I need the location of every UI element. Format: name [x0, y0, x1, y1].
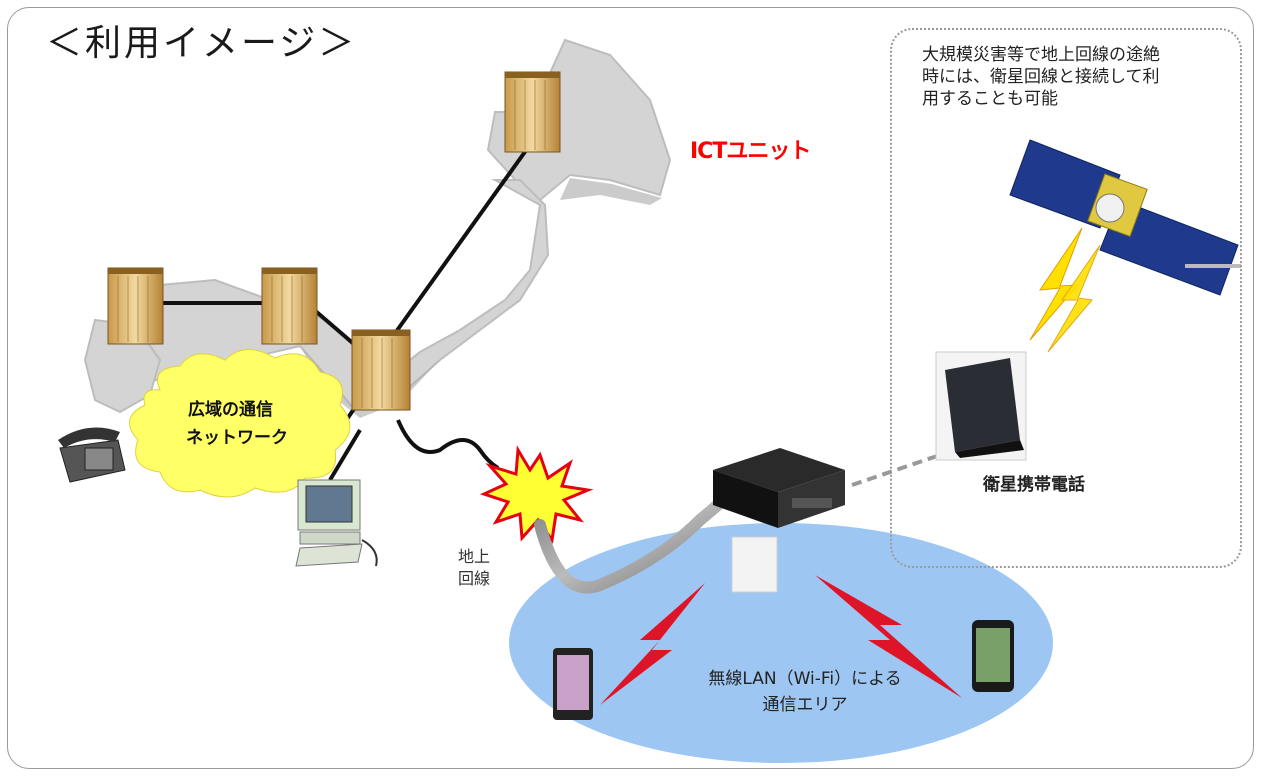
wifi-label-line1: 無線LAN（Wi-Fi）による [708, 669, 902, 689]
satellite-note: 大規模災害等で地上回線の途絶 時には、衛星回線と接続して利 用することも可能 [922, 44, 1232, 110]
satellite-phone-icon [935, 351, 1027, 461]
ict-unit-label: ICTユニット [690, 139, 811, 164]
network-cloud [129, 349, 351, 498]
land-line-label: 地上 回線 [458, 546, 490, 590]
break-explosion-icon [479, 445, 594, 544]
building-east [351, 329, 411, 411]
building-west [107, 267, 164, 345]
access-point-icon [731, 536, 778, 593]
satellite-note-line2: 時には、衛星回線と接続して利 [922, 67, 1160, 87]
satellite-lightning [1029, 227, 1083, 341]
building-windows [117, 80, 546, 408]
land-line-label-line1: 地上 [458, 547, 491, 566]
wifi-area-label: 無線LAN（Wi-Fi）による 通信エリア [660, 666, 950, 718]
satellite-icon [1009, 139, 1239, 296]
satellite-lightning-2 [1047, 244, 1101, 353]
network-cloud-label: 広域の通信 ネットワーク [186, 396, 316, 452]
ict-unit-device [713, 448, 845, 528]
satellite-note-line3: 用することも可能 [922, 89, 1058, 109]
wifi-area [509, 523, 1053, 763]
page-title: ＜利用イメージ＞ [46, 23, 358, 64]
wifi-label-line2: 通信エリア [762, 695, 848, 715]
cloud-label-line2: ネットワーク [186, 428, 288, 448]
satellite-note-box [890, 28, 1242, 568]
building-central [261, 267, 318, 345]
slide-frame [7, 7, 1254, 769]
smartphone-left-icon [553, 648, 593, 720]
wifi-lightning-right [815, 575, 962, 698]
satellite-note-line1: 大規模災害等で地上回線の途絶 [922, 45, 1160, 65]
satellite-caption-bar [1185, 264, 1241, 268]
land-line-wave [396, 419, 500, 470]
satellite-phone-label: 衛星携帯電話 [983, 475, 1085, 495]
computer-icon [295, 479, 378, 567]
cloud-label-line1: 広域の通信 [188, 400, 273, 420]
building-hokkaido [504, 71, 561, 153]
wifi-lightning-left [600, 583, 705, 705]
telephone-icon [58, 427, 126, 483]
land-line-label-line2: 回線 [458, 569, 491, 588]
smartphone-right-icon [972, 620, 1014, 692]
